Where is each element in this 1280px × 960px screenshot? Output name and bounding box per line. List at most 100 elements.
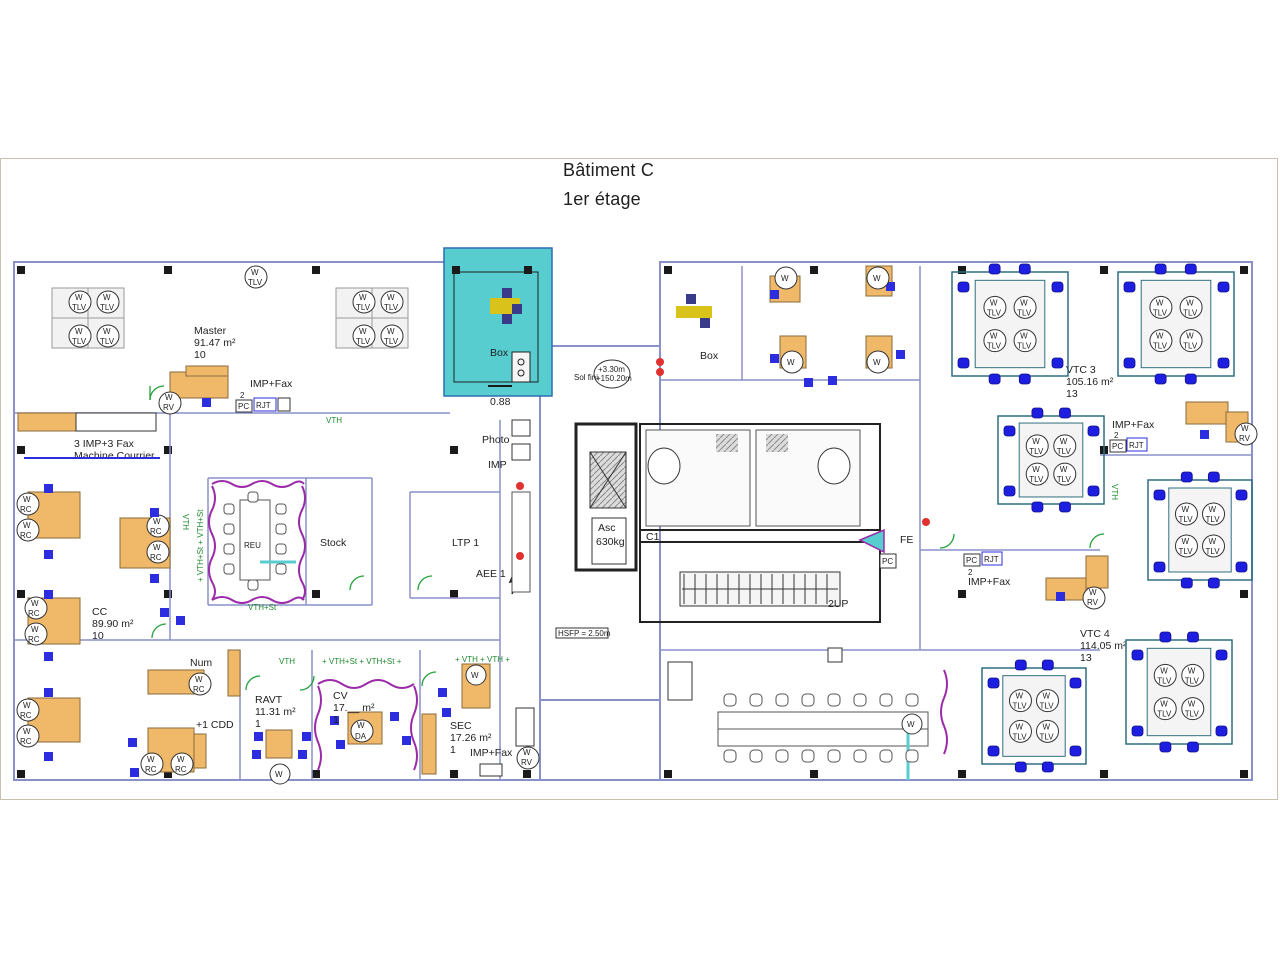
chair <box>302 732 311 741</box>
svg-text:W: W <box>1089 588 1097 597</box>
svg-text:W: W <box>177 755 185 764</box>
chair <box>1207 471 1220 483</box>
imp-fax-master: IMP+Fax <box>250 378 293 390</box>
rjt-master: RJT <box>256 401 271 410</box>
marker-bottom-text: TLV <box>1183 308 1198 317</box>
chair <box>1159 741 1172 753</box>
marker-bottom-text: RC <box>20 737 32 746</box>
chair <box>150 508 159 517</box>
marker-bottom-text: TLV <box>1040 732 1055 741</box>
w-marker-sec: W <box>465 664 487 686</box>
marker-bottom-text: TLV <box>1017 308 1032 317</box>
marker-top-text: W <box>873 358 881 367</box>
marker-bottom-text: TLV <box>1153 308 1168 317</box>
svg-text:W: W <box>165 393 173 402</box>
chair <box>1207 577 1220 589</box>
box-top-label: Box <box>490 347 509 359</box>
drawing-frame <box>0 158 1278 800</box>
svg-text:2: 2 <box>968 568 973 577</box>
chair <box>1014 659 1027 671</box>
marker-top-text: W <box>1043 722 1051 731</box>
chair <box>1217 357 1230 369</box>
desk <box>185 365 229 377</box>
elevator-label: Asc <box>598 522 616 534</box>
chair <box>1184 263 1197 275</box>
c1-label: C1 <box>646 531 660 543</box>
meeting-chair <box>275 543 287 555</box>
chair <box>1131 649 1144 661</box>
chair <box>1153 561 1166 573</box>
reu-chairs <box>128 491 451 777</box>
marker-top-text: W <box>153 543 161 552</box>
chair <box>1018 263 1031 275</box>
chair <box>298 750 307 759</box>
chair <box>1159 631 1172 643</box>
marker-bottom-text: TLV <box>1057 447 1072 456</box>
svg-text:2: 2 <box>1114 431 1119 440</box>
chair <box>987 745 1000 757</box>
marker-top-text: W <box>1188 666 1196 675</box>
w-marker-ravt: W <box>269 763 291 785</box>
training-chair <box>853 693 867 707</box>
svg-text:PC: PC <box>1112 442 1123 451</box>
training-chair <box>827 693 841 707</box>
chair <box>987 677 1000 689</box>
chair <box>438 688 447 697</box>
marker-top-text: W <box>1186 332 1194 341</box>
vthst-bottom: VTH+St <box>248 603 277 612</box>
rv-marker-vtc3: W RV <box>1234 422 1258 446</box>
chair <box>254 732 263 741</box>
chair <box>1154 263 1167 275</box>
chair <box>1215 725 1228 737</box>
chair <box>1087 485 1100 497</box>
svg-text:W: W <box>523 748 531 757</box>
marker-top-text: W <box>75 293 83 302</box>
imp3-fax3: 3 IMP+3 Fax <box>74 438 135 450</box>
marker-bottom-text: TLV <box>987 342 1002 351</box>
marker-top-text: W <box>153 517 161 526</box>
meeting-chair <box>223 563 235 575</box>
chair <box>1031 407 1044 419</box>
marker-bottom-text: TLV <box>356 303 371 312</box>
chair <box>1180 577 1193 589</box>
chair <box>1087 425 1100 437</box>
box-room-highlight[interactable]: Box <box>443 247 553 397</box>
chair <box>44 484 53 493</box>
building-title: Bâtiment C <box>563 160 655 180</box>
rv-marker-sec: W RV <box>516 746 540 770</box>
ravt-name: RAVT <box>255 694 283 706</box>
marker-top-text: W <box>1015 722 1023 731</box>
floor-title: 1er étage <box>563 189 641 209</box>
chair <box>1217 281 1230 293</box>
svg-text:+3.30m: +3.30m <box>598 365 625 374</box>
vth-sec: + VTH + VTH + <box>455 655 510 664</box>
marker-top-text: W <box>1186 298 1194 307</box>
marker-top-text: W <box>1160 700 1168 709</box>
chair <box>988 263 1001 275</box>
stair-steps <box>682 574 838 604</box>
marker-bottom-text: TLV <box>1206 547 1221 556</box>
training-chair <box>775 693 789 707</box>
chair <box>128 738 137 747</box>
marker-top-text: W <box>1188 700 1196 709</box>
chair <box>1069 745 1082 757</box>
marker-bottom-text: TLV <box>1178 547 1193 556</box>
chair <box>336 740 345 749</box>
imp-fax-vtc3: IMP+Fax <box>1112 419 1155 431</box>
stock-label: Stock <box>320 537 347 549</box>
vtc4-seats: 13 <box>1080 652 1092 664</box>
training-chair <box>853 749 867 763</box>
